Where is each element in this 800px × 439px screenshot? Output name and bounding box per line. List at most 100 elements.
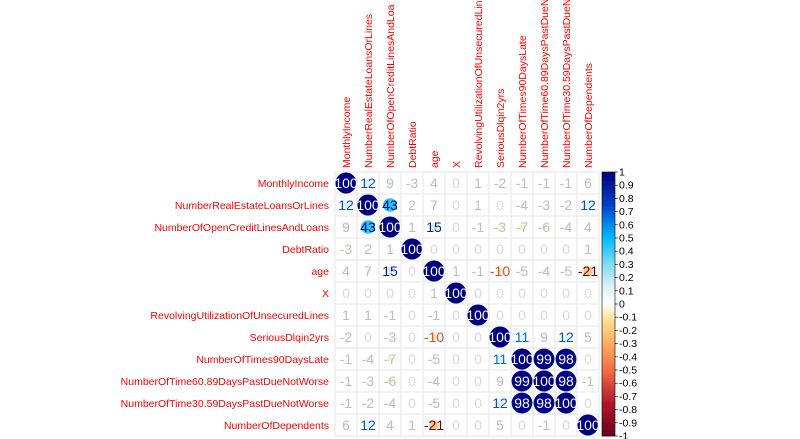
colorbar-segment [602,264,615,268]
row-label: NumberOfTime60.89DaysPastDueNotWorse [121,376,329,388]
colorbar-tick-label: -0.9 [619,417,637,429]
corr-value-label: 0 [408,373,416,389]
corr-circle [542,203,546,207]
corr-value-label: 0 [584,395,592,411]
corr-value-label: 100 [554,395,578,411]
corr-value-label: 0 [562,417,570,433]
corr-circle [366,247,370,251]
corr-value-label: 7 [364,263,372,279]
colorbar-segment [602,261,615,265]
corr-value-label: 0 [452,417,460,433]
corr-circle [497,422,503,428]
corr-circle [364,179,372,187]
row-label: NumberOfDependents [224,420,329,432]
corr-circle [542,423,546,427]
colorbar-segment [602,214,615,218]
colorbar-segment [602,208,615,212]
colorbar-segment [602,304,615,307]
colorbar-segment [602,285,615,289]
corr-value-label: 0 [430,241,438,257]
corr-value-label: -1 [428,307,441,323]
corr-value-label: -6 [384,373,397,389]
corr-value-label: 12 [338,197,354,213]
colorbar-segment [602,187,615,191]
row-label: MonthlyIncome [258,178,329,190]
row-label: NumberOfOpenCreditLinesAndLoans [154,222,329,234]
corr-value-label: 1 [364,307,372,323]
corr-value-label: 11 [515,329,530,345]
corr-value-label: -10 [490,263,510,279]
corr-circle [342,201,350,209]
corr-circle [584,201,592,209]
corr-circle [366,313,370,317]
colorbar-segment [602,388,615,392]
corr-value-label: 15 [382,263,398,279]
colorbar-segment [602,219,615,223]
corr-value-label: 0 [540,285,548,301]
corr-value-label: 12 [360,175,376,191]
corr-circle [533,392,555,414]
colorbar-tick-label: -0.1 [619,312,637,324]
colorbar-segment [602,417,615,421]
colorbar-segment [602,364,615,368]
corr-circle [563,268,569,274]
corr-value-label: 1 [342,307,350,323]
corr-value-label: 5 [584,329,592,345]
corr-circle [431,356,437,362]
colorbar-segment [602,359,615,363]
corr-value-label: 2 [364,241,372,257]
colorbar-segment [602,391,615,395]
colorbar-segment [602,367,615,371]
corr-circle [520,181,524,185]
colorbar-segment [602,203,615,207]
colorbar-segment [602,412,615,416]
corr-value-label: 0 [496,307,504,323]
colorbar-segment [602,296,615,300]
corr-value-label: 0 [518,307,526,323]
corr-circle [432,291,436,295]
corr-value-label: 100 [422,263,446,279]
corr-value-label: 12 [360,417,376,433]
colorbar-segment [602,346,615,350]
colorbar-segment [602,298,615,302]
colorbar-segment [602,174,615,178]
corr-circle [577,414,599,436]
colorbar-segment [602,322,615,326]
colorbar-segment [602,393,615,397]
corr-value-label: 0 [474,285,482,301]
colorbar-segment [602,383,615,387]
column-label: NumberOfTime30.59DaysPastDueN [561,0,573,168]
corr-circle [431,400,437,406]
corr-value-label: -1 [516,175,529,191]
colorbar-segment [602,401,615,405]
corr-circle [586,247,590,251]
colorbar-tick-label: -1 [619,431,628,439]
colorbar-segment [602,293,615,297]
corr-circle [511,348,533,370]
corr-circle [583,266,593,276]
colorbar-segment [602,277,615,281]
colorbar-segment [602,404,615,408]
colorbar-segment [602,172,615,175]
colorbar-segment [602,314,615,318]
corr-value-label: 98 [536,395,552,411]
colorbar-segment [602,311,615,315]
corr-value-label: 0 [518,285,526,301]
corr-circle [431,202,437,208]
colorbar-segment [602,422,615,426]
corr-circle [344,335,348,339]
corr-circle [586,379,590,383]
corr-value-label: -3 [362,373,375,389]
corr-value-label: -10 [424,329,444,345]
corr-circle [429,420,439,430]
column-label: NumberOfDependents [583,63,595,168]
column-label: NumberOfTimes90DaysLate [517,35,529,168]
colorbar-segment [602,267,615,270]
corr-circle [430,333,438,341]
corr-circle [476,225,480,229]
corr-value-label: 0 [452,395,460,411]
colorbar-segment [602,333,615,336]
corr-circle [383,198,397,212]
corr-value-label: 100 [576,417,600,433]
